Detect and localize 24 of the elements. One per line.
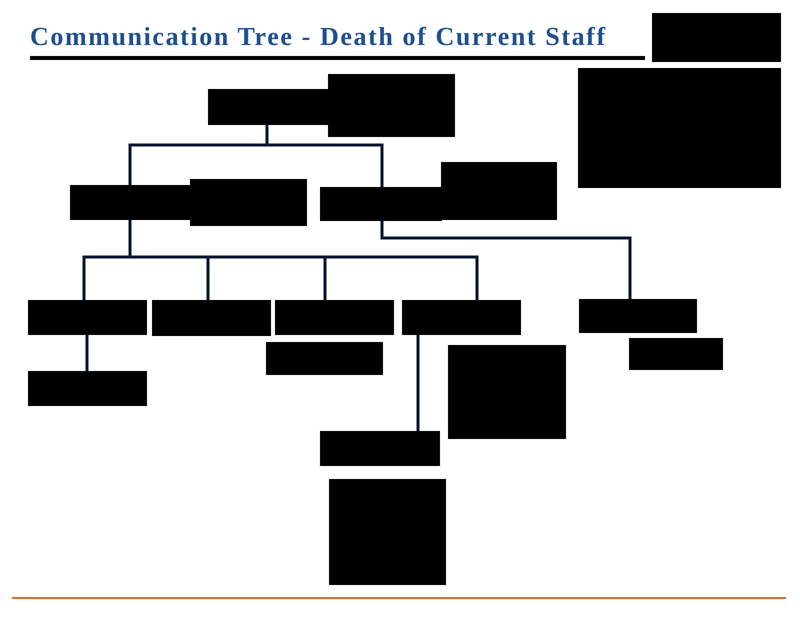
- filled-box: [320, 431, 440, 466]
- filled-box: [208, 89, 330, 125]
- filled-box: [190, 179, 307, 226]
- filled-box: [28, 371, 147, 406]
- filled-box: [152, 300, 271, 336]
- filled-box: [652, 13, 781, 62]
- filled-box: [402, 300, 521, 335]
- filled-box: [329, 479, 446, 585]
- filled-box: [70, 185, 192, 220]
- filled-box: [629, 338, 723, 370]
- filled-box: [275, 300, 394, 335]
- connector-line: [416, 335, 420, 431]
- filled-box: [448, 345, 566, 439]
- filled-box: [328, 74, 455, 137]
- filled-box: [266, 342, 383, 375]
- filled-box: [28, 300, 147, 335]
- connector-line: [86, 335, 88, 371]
- connector-line: [380, 221, 632, 299]
- filled-box: [441, 162, 557, 220]
- connector-line: [128, 220, 478, 300]
- title: Communication Tree - Death of Current Staff: [30, 22, 607, 52]
- filled-box: [579, 299, 697, 333]
- filled-box: [320, 187, 442, 221]
- filled-box: [578, 68, 781, 188]
